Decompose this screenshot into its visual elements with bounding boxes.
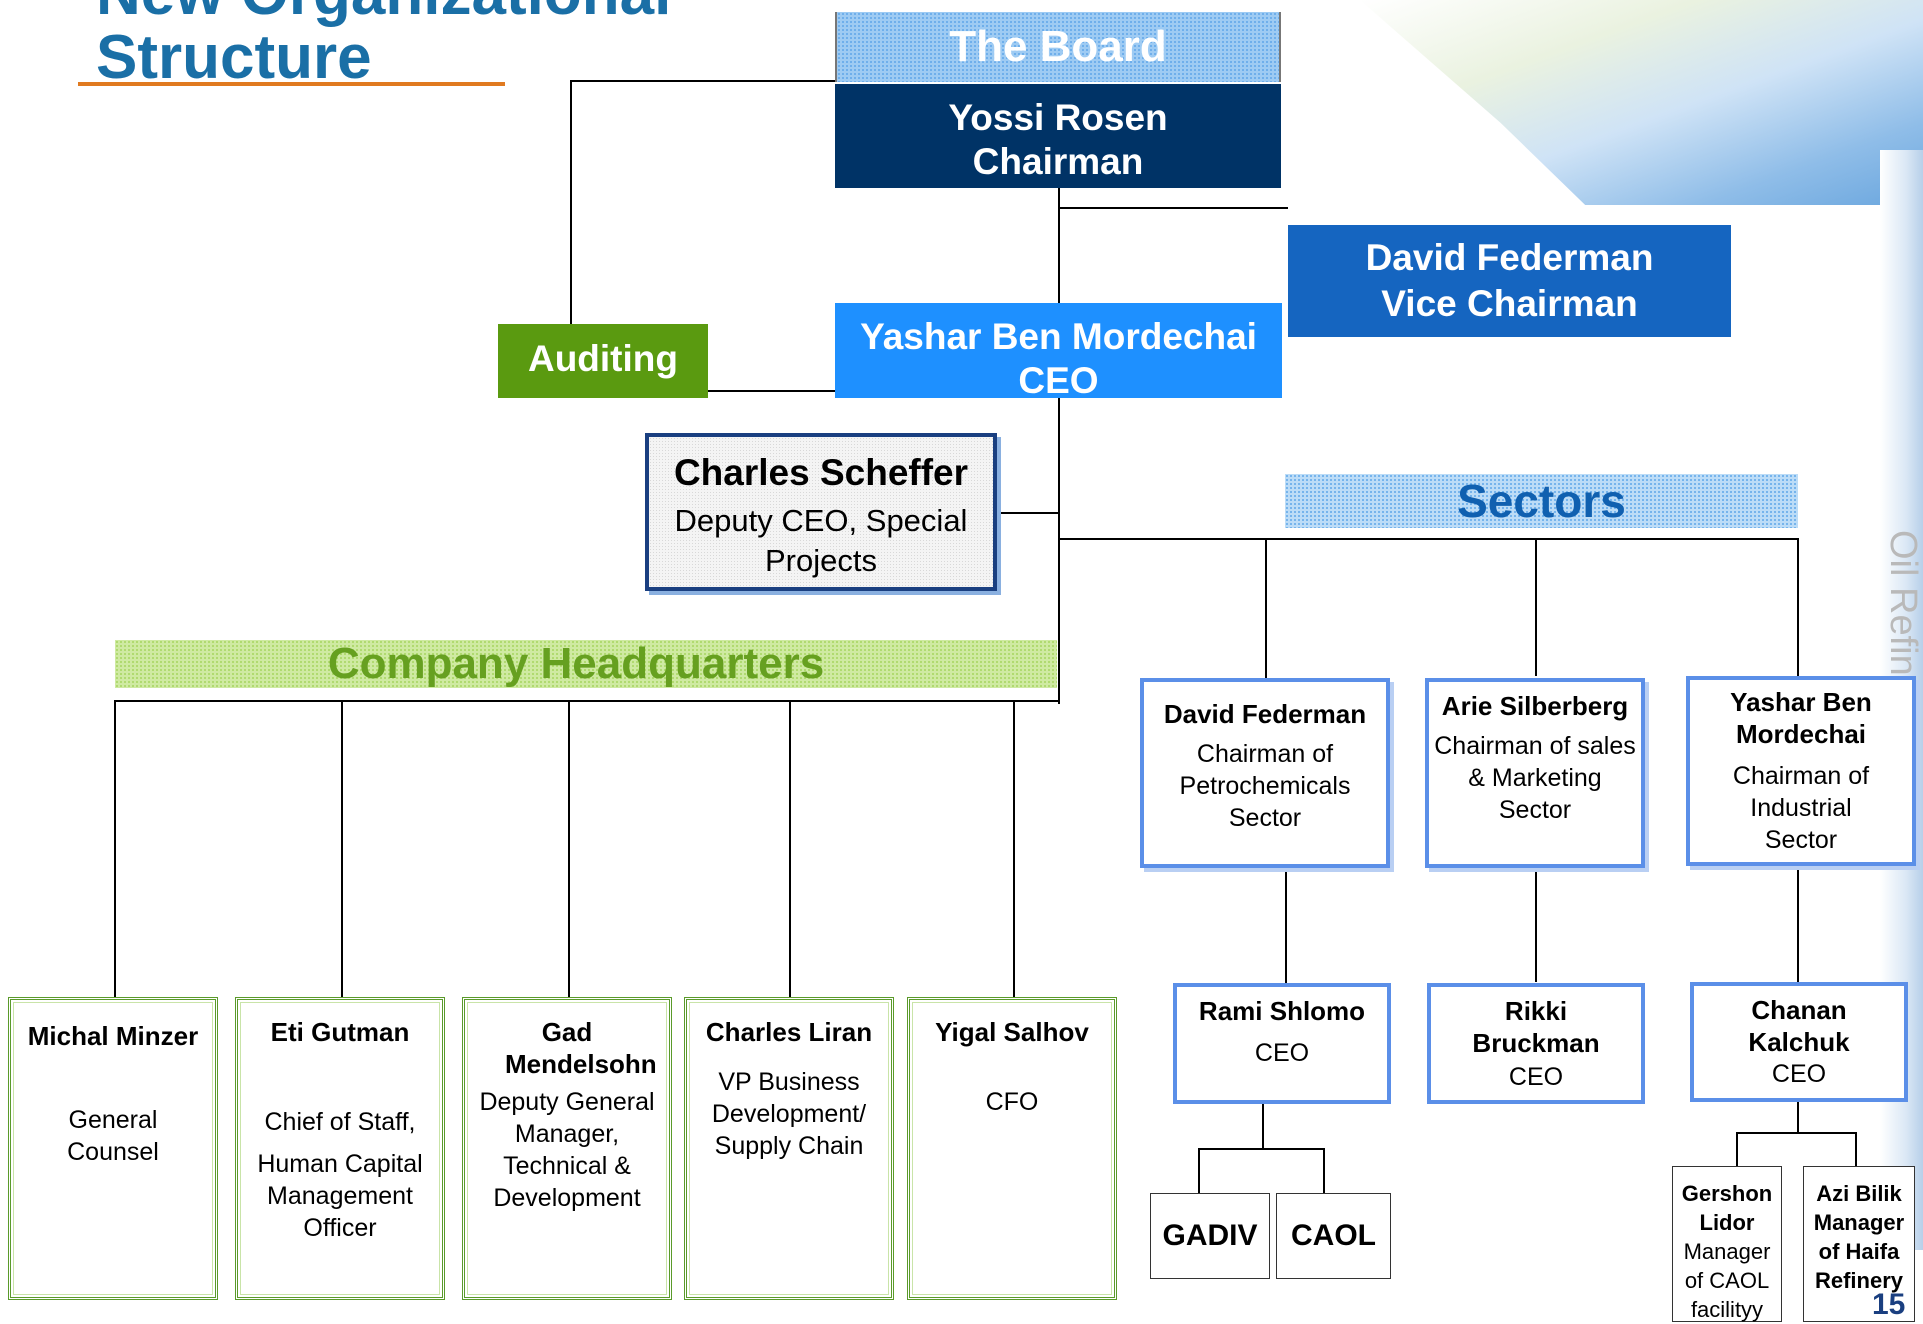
page-number: 15 (1872, 1288, 1906, 1321)
chairman-box: Yossi Rosen Chairman (835, 84, 1281, 188)
connector (568, 700, 570, 1000)
sector-card-industrial: Yashar Ben Mordechai Chairman of Industr… (1686, 676, 1916, 866)
sectors-header-label: Sectors (1457, 475, 1626, 527)
connector (1058, 207, 1288, 209)
manager-name: Gershon Lidor (1681, 1181, 1773, 1235)
connector (1535, 868, 1537, 982)
deputy-title: Deputy CEO, Special Projects (674, 503, 968, 578)
connector (1265, 538, 1267, 678)
hq-card-charles-liran: Charles Liran VP Business Development/ S… (684, 997, 894, 1300)
hq-title: Chief of Staff, (264, 1108, 416, 1136)
auditing-box: Auditing (498, 324, 708, 398)
headquarters-header: Company Headquarters (115, 640, 1057, 688)
manager-azi-bilik: Azi Bilik Manager of Haifa Refinery (1803, 1166, 1915, 1322)
sector-ceo-title: CEO (1254, 1039, 1310, 1067)
connector (1535, 538, 1537, 676)
manager-gershon-lidor: Gershon Lidor Manager of CAOL facilityy (1672, 1166, 1782, 1322)
sector-chair-title: Chairman of Petrochemicals Sector (1179, 740, 1351, 832)
board-header: The Board (835, 12, 1281, 82)
deputy-box: Charles Scheffer Deputy CEO, Special Pro… (645, 433, 997, 591)
hq-card-yigal-salhov: Yigal Salhov CFO (907, 997, 1117, 1300)
connector (1198, 1148, 1200, 1194)
sector-ceo-name: Rami Shlomo (1198, 996, 1366, 1026)
sector-chair-title: Chairman of sales & Marketing Sector (1434, 732, 1636, 824)
sector-ceo-rikki-bruckman: Rikki Bruckman CEO (1427, 983, 1645, 1104)
manager-name: Azi Bilik Manager of Haifa Refinery (1813, 1181, 1905, 1293)
sector-ceo-title: CEO (1508, 1063, 1564, 1091)
sector-chair-name: Arie Silberberg (1441, 691, 1629, 721)
sectors-header: Sectors (1285, 474, 1798, 528)
vice-chairman-name: David Federman (1365, 237, 1654, 278)
hq-title: Deputy General Manager, Technical & Deve… (479, 1088, 655, 1212)
sector-chair-name: Yashar Ben Mordechai (1730, 687, 1872, 749)
connector (1058, 188, 1060, 704)
hq-card-gad-mendelsohn: Gad Mendelsohn Deputy General Manager, T… (462, 997, 672, 1300)
subsidiary-caol: CAOL (1276, 1193, 1391, 1279)
connector (341, 700, 343, 1000)
connector (1736, 1132, 1856, 1134)
hq-name: Michal Minzer (27, 1021, 199, 1051)
hq-title: Human Capital Management Officer (257, 1150, 423, 1242)
board-header-label: The Board (949, 22, 1167, 71)
connector (996, 512, 1060, 514)
slide-title-line1: New Organizational (96, 0, 796, 26)
connector (789, 700, 791, 1000)
sector-chair-name: David Federman (1163, 699, 1367, 729)
connector (1855, 1132, 1857, 1166)
hq-name: Charles Liran (705, 1017, 873, 1047)
sector-chair-title: Chairman of Industrial Sector (1732, 762, 1870, 854)
connector (570, 80, 835, 82)
subsidiary-gadiv: GADIV (1150, 1193, 1270, 1279)
hq-card-eti-gutman: Eti Gutman Chief of Staff, Human Capital… (235, 997, 445, 1300)
vice-chairman-title: Vice Chairman (1381, 283, 1638, 324)
hq-name: Gad Mendelsohn (505, 1017, 657, 1079)
deputy-name: Charles Scheffer (673, 452, 969, 493)
sector-ceo-rami-shlomo: Rami Shlomo CEO (1173, 983, 1391, 1104)
manager-title: Manager of CAOL facilityy (1683, 1239, 1771, 1322)
auditing-label: Auditing (527, 338, 678, 379)
connector (1285, 866, 1287, 984)
connector (707, 390, 837, 392)
hq-title: VP Business Development/ Supply Chain (711, 1068, 867, 1160)
connector (570, 80, 572, 325)
connector (1323, 1148, 1325, 1194)
vice-chairman-box: David Federman Vice Chairman (1288, 225, 1731, 337)
sector-ceo-name: Chanan Kalchuk (1748, 995, 1850, 1057)
hq-name: Yigal Salhov (935, 1017, 1089, 1047)
ceo-name: Yashar Ben Mordechai (860, 316, 1257, 357)
subsidiary-label: CAOL (1291, 1219, 1376, 1252)
corner-decoration (1360, 0, 1923, 205)
title-underline (78, 82, 505, 86)
connector (1013, 700, 1015, 1000)
subsidiary-label: GADIV (1162, 1219, 1258, 1252)
ceo-box: Yashar Ben Mordechai CEO (835, 303, 1282, 401)
sector-card-petrochemicals: David Federman Chairman of Petrochemical… (1140, 678, 1390, 868)
connector (1058, 538, 1798, 540)
connector (1797, 868, 1799, 982)
connector (1797, 538, 1799, 676)
chairman-name: Yossi Rosen (948, 97, 1168, 138)
connector (1797, 1100, 1799, 1132)
hq-title: General Counsel (67, 1106, 159, 1166)
connector (1198, 1148, 1324, 1150)
chairman-title: Chairman (972, 141, 1144, 182)
connector (114, 700, 1060, 702)
sector-card-sales-marketing: Arie Silberberg Chairman of sales & Mark… (1425, 678, 1645, 868)
sector-ceo-name: Rikki Bruckman (1472, 996, 1600, 1058)
connector (1736, 1132, 1738, 1166)
hq-title: CFO (985, 1088, 1039, 1116)
slide-title: New Organizational Structure (96, 0, 796, 90)
sector-ceo-title: CEO (1771, 1060, 1827, 1088)
slide-title-line2: Structure (96, 23, 372, 92)
hq-card-michal-minzer: Michal Minzer General Counsel (8, 997, 218, 1300)
connector (114, 700, 116, 1000)
connector (1262, 1104, 1264, 1148)
hq-name: Eti Gutman (270, 1017, 410, 1047)
headquarters-header-label: Company Headquarters (327, 639, 825, 688)
sector-ceo-chanan-kalchuk: Chanan Kalchuk CEO (1690, 982, 1908, 1102)
ceo-title: CEO (1018, 360, 1099, 401)
